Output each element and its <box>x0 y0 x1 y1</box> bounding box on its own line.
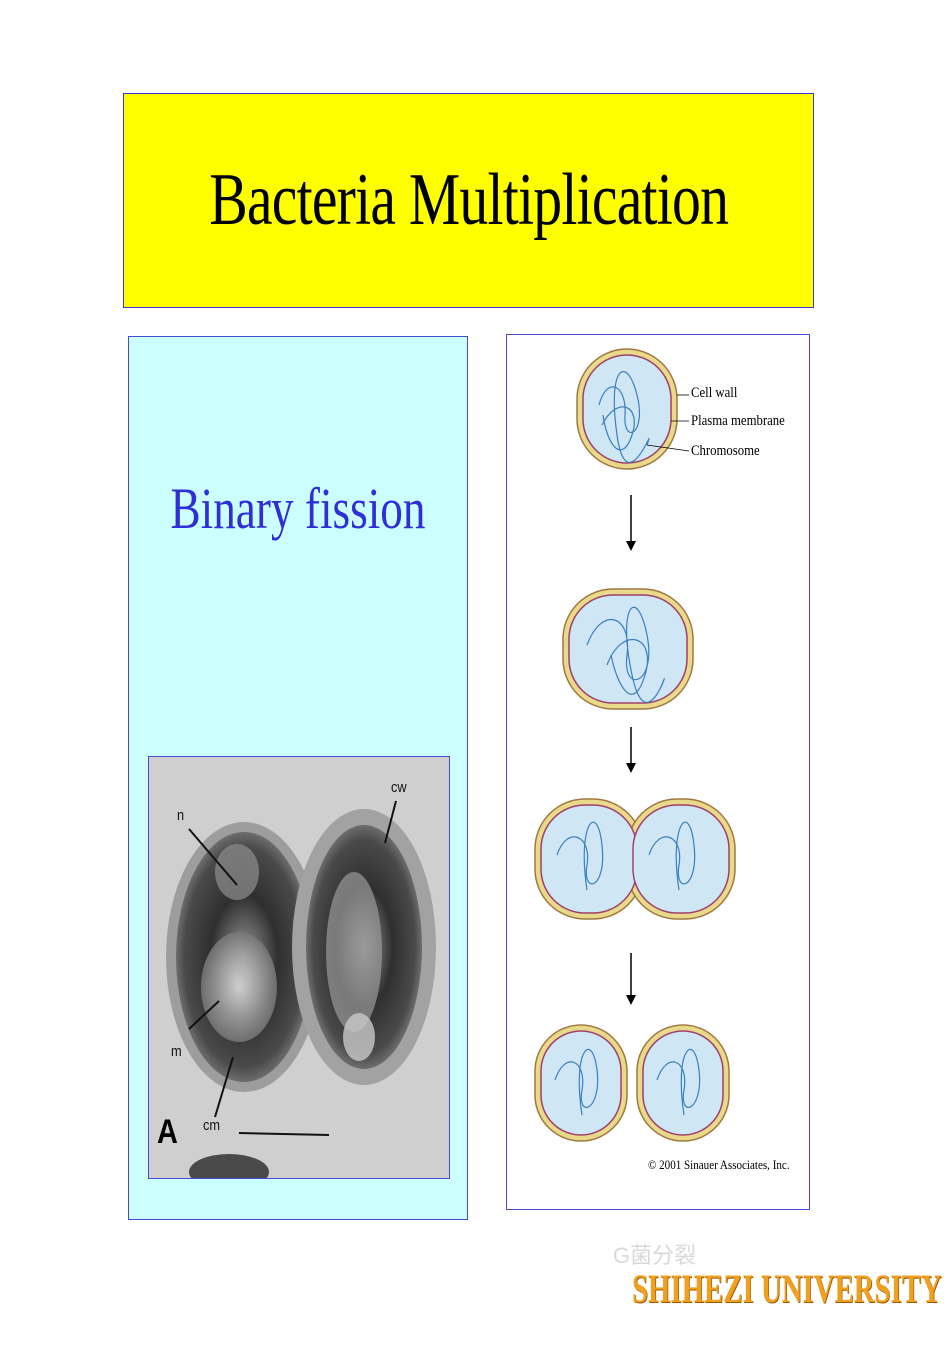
label-chromosome: Chromosome <box>691 443 760 459</box>
cell-stage-1 <box>576 348 678 470</box>
cell-stage-3 <box>534 798 736 920</box>
label-plasma-membrane: Plasma membrane <box>691 413 785 429</box>
fission-diagram: Cell wall Plasma membrane Chromosome © 2… <box>506 334 810 1210</box>
label-cw: cw <box>391 779 407 796</box>
cell-stage-2 <box>562 588 694 710</box>
cell-stage-4 <box>534 1024 730 1142</box>
label-cell-wall: Cell wall <box>691 385 738 401</box>
slide-title: Bacteria Multiplication <box>208 159 729 241</box>
slide-subtitle: Binary fission <box>170 476 426 541</box>
panel-letter: A <box>157 1113 178 1151</box>
label-n: n <box>177 807 185 824</box>
copyright-text: © 2001 Sinauer Associates, Inc. <box>648 1157 790 1172</box>
title-box: Bacteria Multiplication <box>123 93 814 308</box>
micrograph-image: n cw m cm A <box>148 756 450 1179</box>
label-cm: cm <box>203 1117 220 1134</box>
university-name: SHIHEZI UNIVERSITY <box>632 1266 942 1311</box>
label-m: m <box>171 1043 182 1060</box>
watermark-text: G菌分裂 <box>613 1243 697 1268</box>
